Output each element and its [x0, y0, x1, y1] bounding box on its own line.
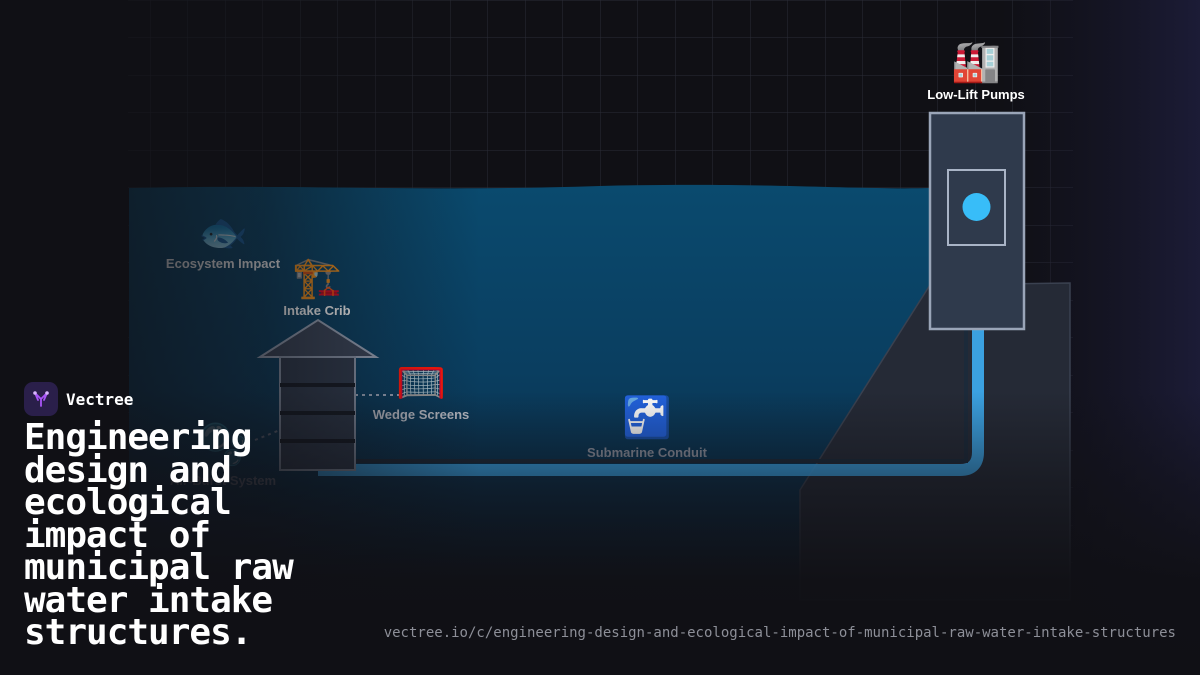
crane-icon: 🏗️ [292, 255, 342, 301]
node-label-wedge-screens: Wedge Screens [372, 407, 470, 422]
node-label-low-lift-pumps: Low-Lift Pumps [927, 87, 1025, 102]
faucet-icon: 🚰 [622, 395, 672, 441]
brand-name: Vectree [66, 389, 134, 409]
page-url[interactable]: vectree.io/c/engineering-design-and-ecol… [383, 625, 1176, 641]
brand-lockup[interactable]: Vectree [24, 382, 133, 416]
vectree-tree-icon [24, 382, 58, 416]
fish-icon: 🐟 [198, 210, 248, 256]
pump-indicator [962, 193, 991, 221]
net-icon: 🥅 [396, 360, 446, 406]
factory-icon: 🏭 [951, 39, 1001, 85]
node-label-submarine-conduit: Submarine Conduit [587, 445, 707, 460]
page-title: Engineering design and ecological impact… [24, 417, 294, 653]
node-label-intake-crib: Intake Crib [283, 303, 351, 318]
node-label-ecosystem-impact: Ecosystem Impact [165, 256, 281, 271]
